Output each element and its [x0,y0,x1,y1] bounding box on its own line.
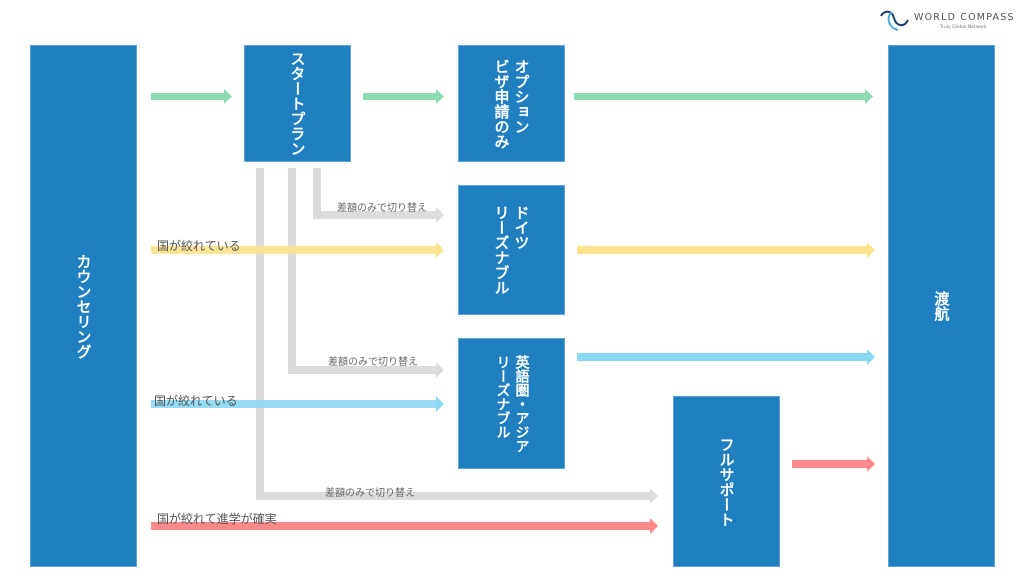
node-option-visa-line-2: ビザ申請のみ [492,58,511,149]
green-arrow-option-departure [574,93,866,100]
gray-connector-full-support-h [256,492,650,500]
edge-label-switch-english-asia: 差額のみで切り替え [328,357,418,368]
node-option-visa: オプション ビザ申請のみ [458,45,565,162]
gray-connector-english-asia [288,168,296,374]
yellow-arrow-germany-departure [577,246,868,254]
green-arrowhead-1 [224,89,232,104]
edge-label-country-decided-english-asia: 国が絞れている [154,394,238,408]
node-germany-label: ドイツ リーズナブル [492,205,532,295]
node-counseling-label: カウンセリング [74,253,93,359]
green-arrow-counseling-start [151,93,225,100]
node-germany-line-2: リーズナブル [492,205,511,295]
red-arrow-counseling-full-support [151,522,651,530]
node-start-plan-label: スタートプラン [288,51,307,156]
edge-label-switch-full-support: 差額のみで切り替え [325,488,415,499]
node-departure-label: 渡航 [932,291,951,321]
node-english-asia: 英語圏・アジア リーズナブル [458,338,565,469]
edge-label-country-decided-germany: 国が絞れている [157,239,241,253]
node-english-asia-label: 英語圏・アジア リーズナブル [493,355,531,453]
node-full-support: フルサポート [673,396,780,567]
gray-arrowhead-full-support [650,488,658,504]
yellow-arrowhead-1 [436,242,444,258]
logo-tagline: Truly Global Network [940,25,987,30]
world-compass-logo: WORLD COMPASS Truly Global Network [878,6,1018,36]
node-germany: ドイツ リーズナブル [458,185,565,315]
gray-connector-germany [313,168,321,219]
red-arrow-full-support-departure [792,460,868,468]
blue-arrow-english-asia-departure [577,353,868,361]
gray-arrowhead-english-asia [436,362,444,378]
green-arrowhead-2 [436,89,444,104]
edge-label-switch-germany: 差額のみで切り替え [337,203,427,214]
compass-swirl-icon [880,10,909,31]
node-germany-line-1: ドイツ [512,205,531,250]
gray-connector-english-asia-h [288,366,436,374]
blue-arrowhead-2 [867,349,875,365]
node-start-plan: スタートプラン [244,45,351,162]
gray-arrowhead-germany [436,207,444,223]
gray-connector-germany-h [313,211,436,219]
node-english-asia-line-2: リーズナブル [494,354,511,439]
edge-label-country-and-study: 国が絞れて進学が確実 [157,512,277,526]
yellow-arrowhead-2 [867,242,875,258]
red-arrowhead-2 [867,456,875,472]
blue-arrow-counseling-english-asia [151,400,436,408]
green-arrow-start-option [363,93,437,100]
node-counseling: カウンセリング [30,45,137,567]
logo-name: WORLD COMPASS [914,12,1015,23]
yellow-arrow-counseling-germany [151,246,436,254]
blue-arrowhead-1 [436,396,444,412]
red-arrowhead-1 [650,518,658,534]
gray-connector-full-support [256,168,264,500]
node-option-visa-label: オプション ビザ申請のみ [492,59,532,149]
green-arrowhead-3 [865,89,873,104]
node-full-support-label: フルサポート [717,436,736,527]
node-english-asia-line-1: 英語圏・アジア [513,354,530,453]
node-departure: 渡航 [888,45,995,567]
node-option-visa-line-1: オプション [512,58,531,134]
